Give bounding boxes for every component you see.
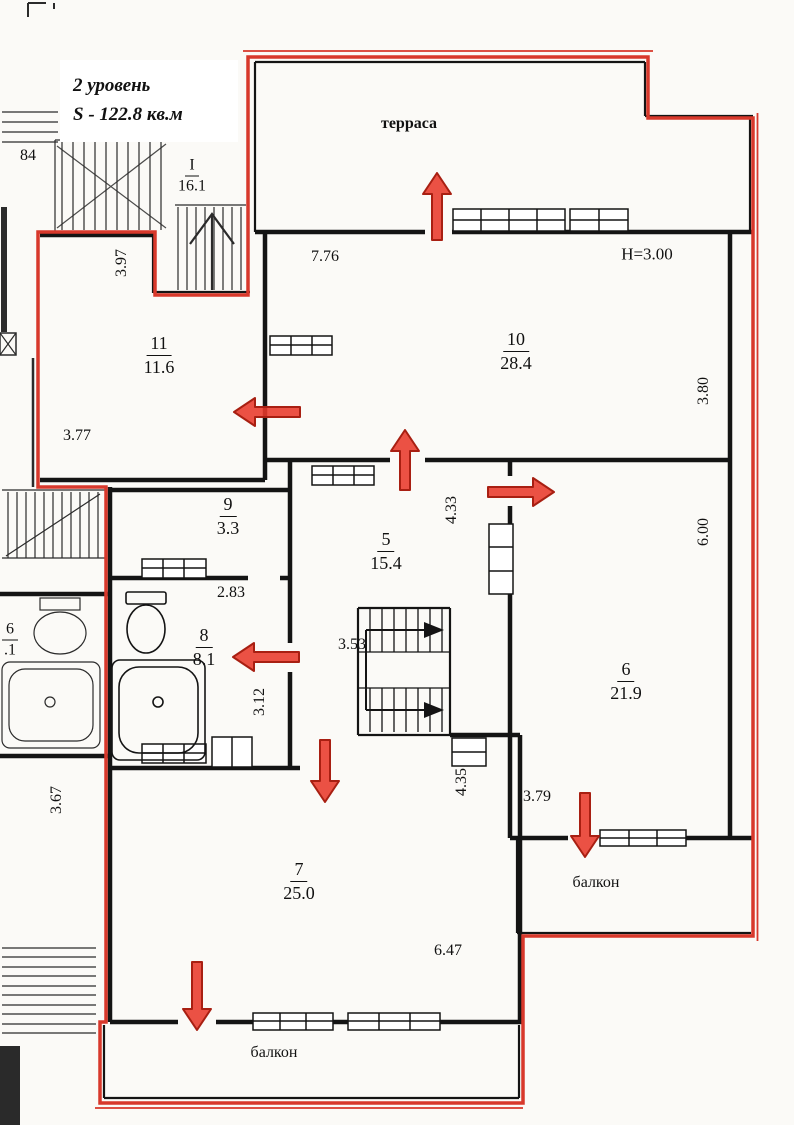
stair-arrow-upper: [424, 622, 444, 638]
balcony-right-label: балкон: [572, 874, 620, 892]
room-number: 5: [377, 528, 395, 552]
arrow-room11-left: [233, 397, 301, 427]
room-number: 8: [195, 624, 213, 648]
room-label-5: 5 15.4: [370, 528, 402, 574]
plan-title: 2 уровень S - 122.8 кв.м: [60, 60, 238, 142]
dim-3-80: 3.80: [695, 377, 713, 405]
room-label-7: 7 25.0: [283, 858, 315, 904]
shaft-corridor: [451, 737, 487, 767]
ceiling-height-label: H=3.00: [621, 244, 673, 264]
arrow-room7-down: [310, 739, 340, 803]
room-number: 11: [146, 332, 172, 356]
arrow-room10-up: [390, 429, 420, 491]
room-number: 6: [617, 658, 635, 682]
arrow-balcony-right-down: [570, 792, 600, 858]
balcony-right-window: [599, 829, 687, 847]
adjacent-parcel-number: 84: [20, 147, 36, 165]
arrow-terrace-up: [422, 172, 452, 241]
arrow-room6-right: [487, 477, 555, 507]
radiator-room11: [269, 335, 333, 356]
adjacent-stair-label: I 16.1: [178, 156, 206, 197]
room7-window-2: [347, 1012, 441, 1031]
common-stairs-left: [2, 489, 106, 559]
room-area: 15.4: [370, 552, 402, 573]
walls-thick: [40, 229, 753, 1025]
common-stairwell-top: [54, 139, 170, 232]
windows: [141, 208, 687, 1031]
shaft-room6: [488, 523, 514, 595]
room-area: 28.4: [500, 352, 532, 373]
room-area: 3.3: [216, 517, 240, 538]
terrace-window-1: [452, 208, 566, 232]
room-label-10: 10 28.4: [500, 328, 532, 374]
room-area: .1: [4, 641, 16, 659]
room-area: 8.1: [192, 648, 216, 669]
room-number: 7: [290, 858, 308, 882]
stair-arrow-lower: [424, 702, 444, 718]
dim-6-47: 6.47: [434, 942, 462, 960]
walls-thin: [102, 60, 753, 1100]
room-label-11: 11 11.6: [144, 332, 175, 378]
entry-arrows: [182, 172, 600, 1031]
corner-marks: [27, 2, 55, 17]
arrow-room8-left: [232, 642, 300, 672]
walls: [40, 60, 753, 1100]
boundary-outline: [36, 55, 755, 1105]
room-number: 9: [219, 493, 237, 517]
neighbor-bathtub: [1, 661, 101, 749]
dim-3-53: 3.53: [338, 636, 366, 654]
dim-3-79: 3.79: [523, 788, 551, 806]
room7-window-1: [252, 1012, 334, 1031]
room-number: 6: [2, 620, 18, 641]
dim-4-35: 4.35: [453, 768, 471, 796]
dim-2-83: 2.83: [217, 584, 245, 602]
room-number: 10: [503, 328, 529, 352]
room-label-9: 9 3.3: [217, 493, 240, 539]
stair-run-lines: [365, 629, 424, 711]
neighbor-bathroom-walls: [0, 591, 110, 759]
neighbor-structures: [0, 2, 246, 1125]
radiator-room5: [311, 465, 375, 486]
room-label-8: 8 8.1: [193, 624, 216, 670]
dim-6-00: 6.00: [695, 518, 713, 546]
balcony-bottom-label: балкон: [250, 1044, 298, 1062]
toilet: [125, 591, 167, 654]
plan-total-area: S - 122.8 кв.м: [73, 104, 183, 125]
fixtures: [111, 591, 206, 761]
dim-4-33: 4.33: [443, 496, 461, 524]
bottom-left-dark-block: [0, 1046, 20, 1125]
room-area: 16.1: [178, 177, 206, 195]
arrow-balcony-bottom-down: [182, 961, 212, 1031]
top-left-steps: [2, 111, 58, 143]
dim-7-76: 7.76: [311, 248, 339, 266]
room-area: 11.6: [143, 356, 175, 377]
dim-3-12: 3.12: [251, 688, 269, 716]
terrace-window-2: [569, 208, 629, 232]
room-area: 25.0: [283, 882, 315, 903]
stair-direction-chevron: [189, 212, 235, 290]
left-shaft-box: [0, 332, 17, 356]
neighbor-toilet: [33, 597, 87, 655]
radiator-room9: [141, 558, 207, 579]
boundary-double-line: [95, 50, 759, 1109]
dim-3-97: 3.97: [113, 249, 131, 277]
interior-staircase: [358, 608, 450, 732]
terrace-label: терраса: [380, 115, 438, 133]
bathtub: [111, 659, 206, 761]
dim-3-77: 3.77: [63, 427, 91, 445]
common-stairs-bottom: [2, 947, 96, 1034]
sink-room8: [211, 736, 253, 768]
dim-3-67: 3.67: [48, 786, 66, 814]
apartment-boundary: [36, 50, 759, 1109]
room-area: 21.9: [610, 682, 642, 703]
room-label-6: 6 21.9: [610, 658, 642, 704]
common-stairwell-second: [175, 204, 246, 290]
adjacent-room-label: 6 .1: [2, 620, 18, 661]
plan-level: 2 уровень: [73, 75, 151, 96]
room-number: I: [185, 156, 199, 177]
